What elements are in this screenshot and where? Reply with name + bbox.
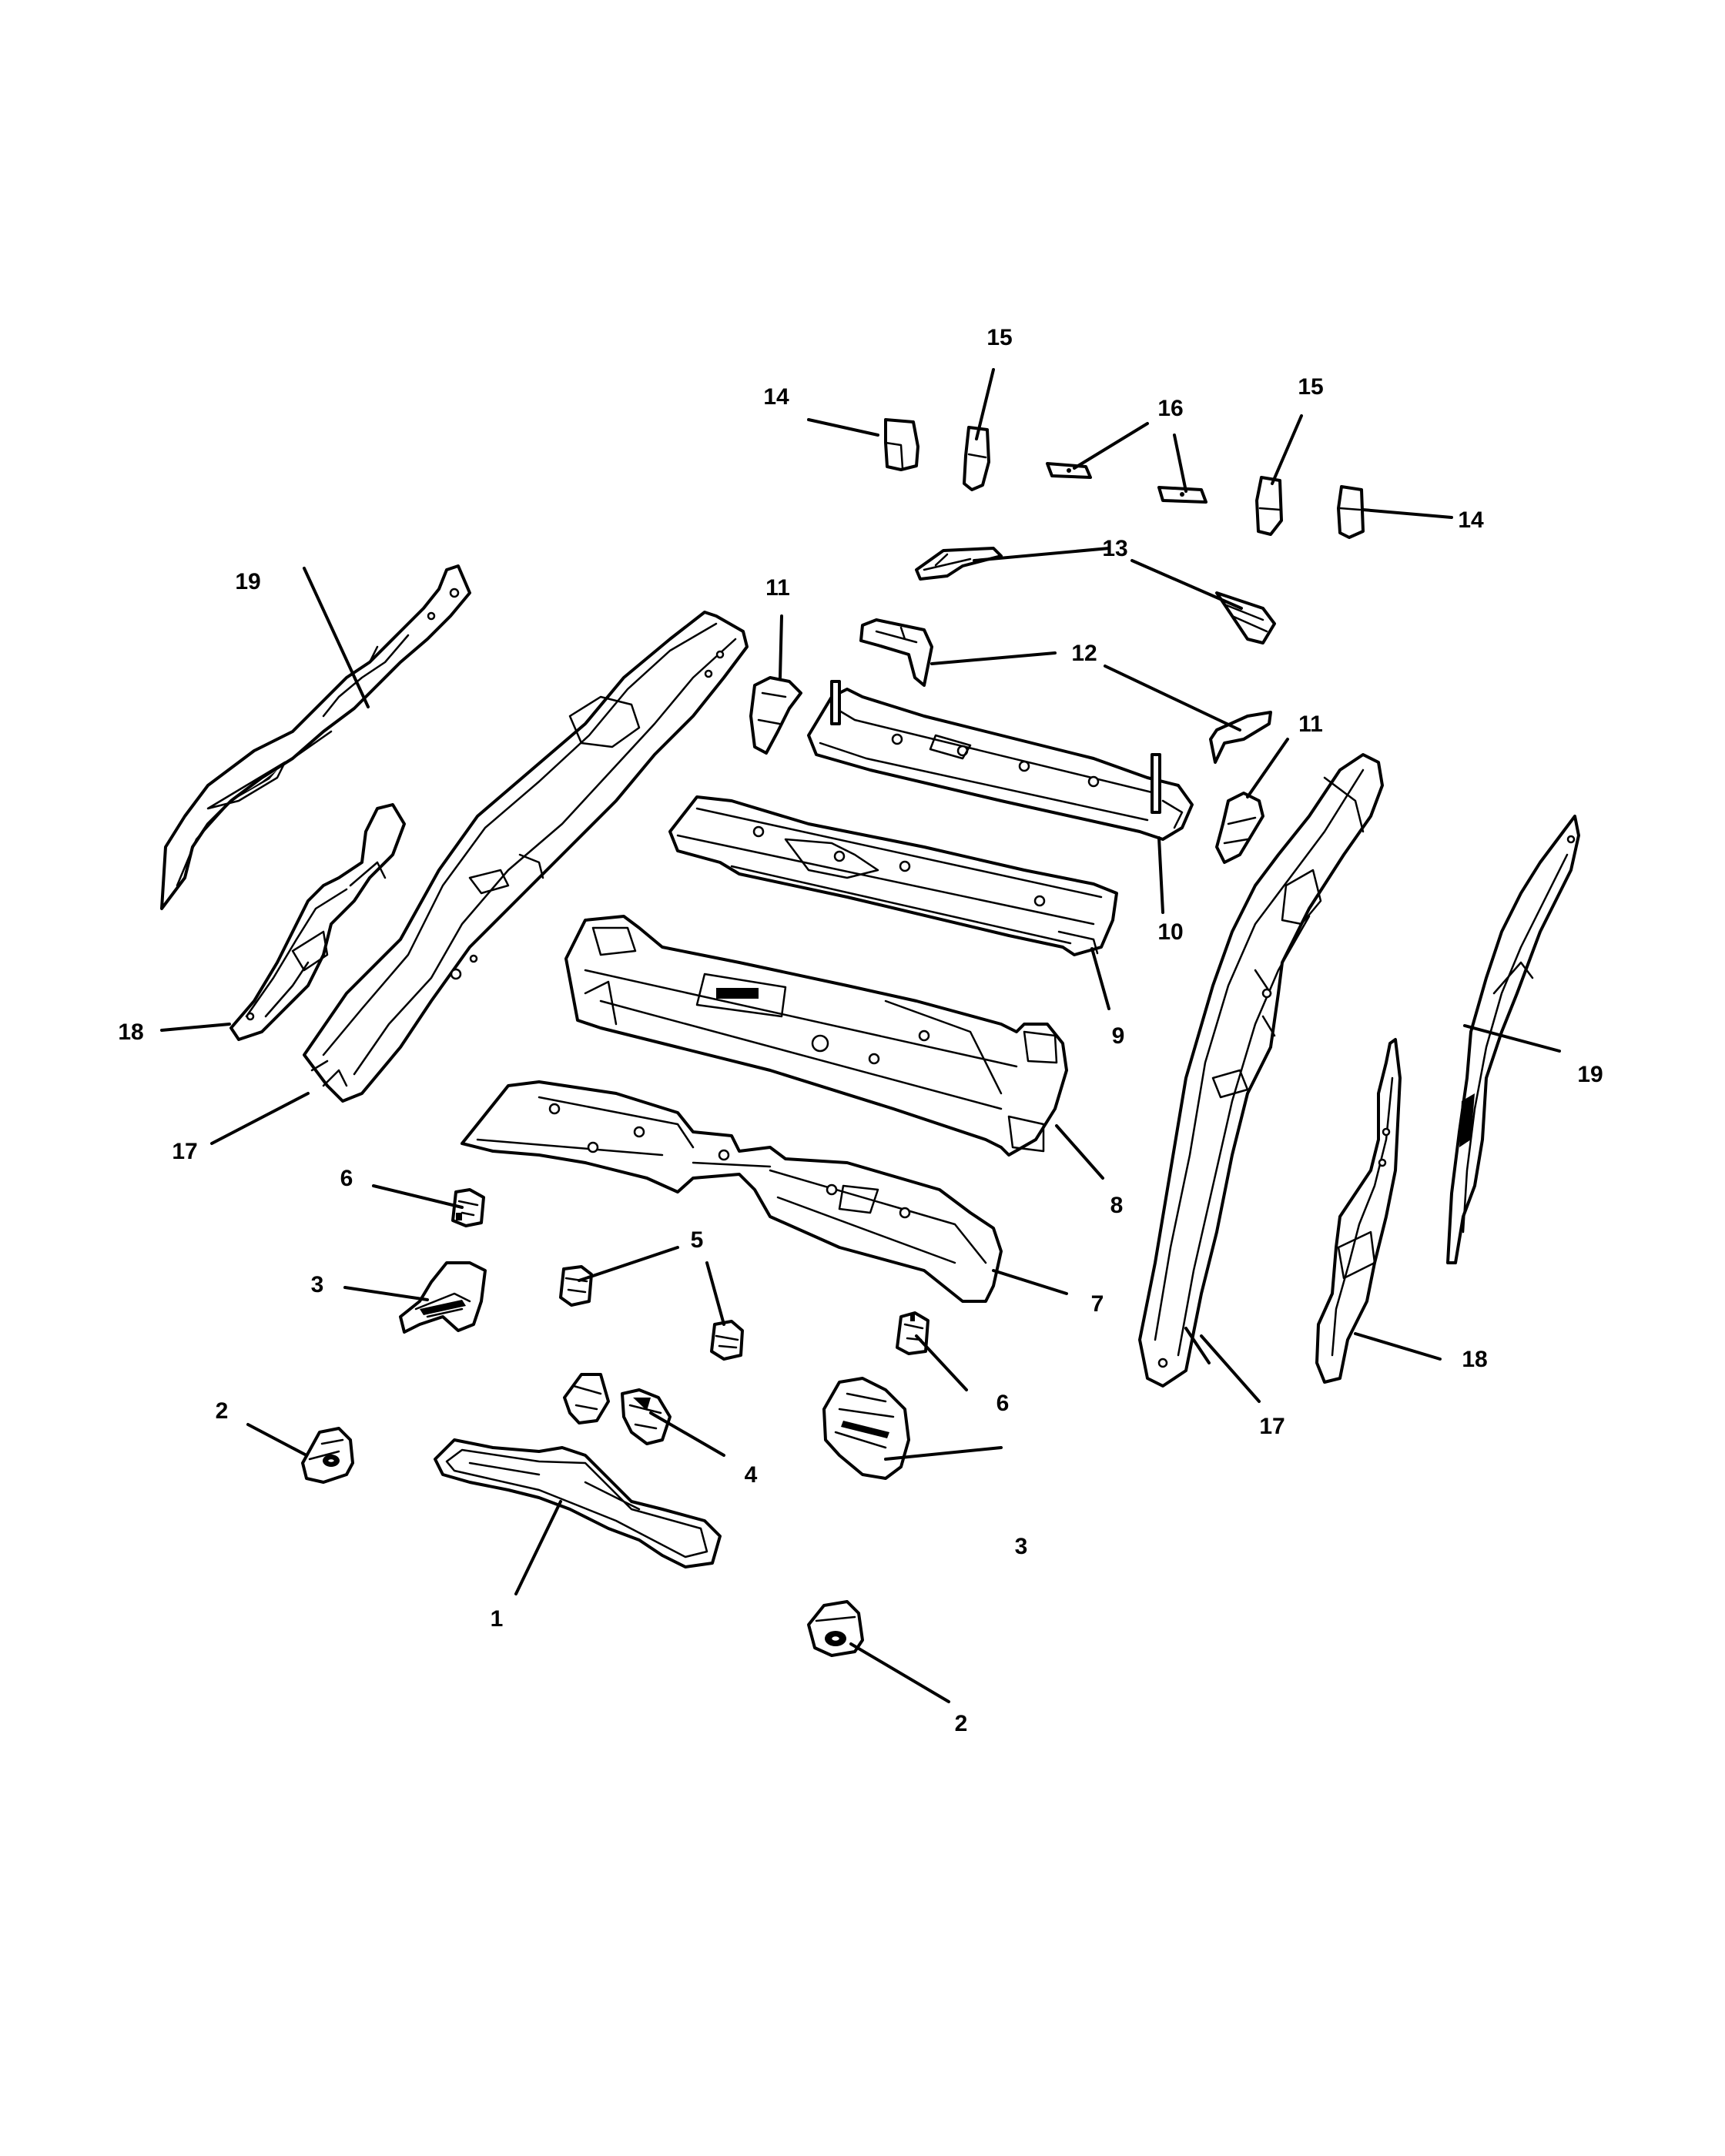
part-18-right bbox=[1315, 1038, 1402, 1384]
part-12-brackets bbox=[859, 618, 1272, 764]
part-3-left bbox=[399, 1261, 487, 1334]
part-6-left bbox=[451, 1188, 485, 1227]
part-11-brackets bbox=[749, 676, 1264, 864]
part-19-right bbox=[1446, 815, 1580, 1264]
part-6-right bbox=[896, 1311, 929, 1355]
callout-19-right: 19 bbox=[1577, 1062, 1603, 1087]
part-14-right bbox=[1337, 485, 1365, 539]
callout-1: 1 bbox=[491, 1606, 504, 1632]
part-10-crossmember bbox=[807, 680, 1194, 841]
callout-18-right: 18 bbox=[1462, 1347, 1487, 1372]
callout-14-left: 14 bbox=[763, 384, 789, 410]
callout-6-right: 6 bbox=[996, 1391, 1010, 1416]
callout-18-left: 18 bbox=[118, 1019, 143, 1045]
part-7-crossmember bbox=[461, 1080, 1003, 1303]
callout-7: 7 bbox=[1091, 1291, 1104, 1317]
part-5-clips bbox=[559, 1265, 744, 1361]
callout-19-left: 19 bbox=[235, 569, 260, 594]
part-17-right-rail bbox=[1138, 753, 1384, 1388]
part-18-left bbox=[229, 803, 406, 1041]
part-8-crossmember bbox=[564, 915, 1068, 1157]
callout-16: 16 bbox=[1157, 396, 1183, 421]
part-14-left bbox=[884, 418, 919, 471]
callout-5: 5 bbox=[691, 1227, 704, 1253]
part-2-left bbox=[301, 1427, 354, 1484]
callout-2-right: 2 bbox=[955, 1711, 968, 1736]
callout-13: 13 bbox=[1102, 536, 1127, 561]
part-17-left-rail bbox=[303, 611, 749, 1103]
part-4-brackets bbox=[563, 1373, 672, 1445]
part-15-right bbox=[1255, 476, 1283, 536]
part-9-crossmember bbox=[668, 795, 1118, 956]
callout-14-right: 14 bbox=[1458, 507, 1484, 533]
callout-12: 12 bbox=[1071, 641, 1097, 666]
leader-lines bbox=[160, 368, 1561, 1703]
callout-10: 10 bbox=[1157, 919, 1183, 945]
callout-6-left: 6 bbox=[340, 1166, 353, 1191]
part-1-floor-pan bbox=[434, 1438, 722, 1568]
part-2-right bbox=[807, 1600, 864, 1657]
callout-3-left: 3 bbox=[311, 1272, 324, 1297]
callout-15-right: 15 bbox=[1298, 374, 1323, 400]
callout-labels: 1 2 2 3 3 4 5 6 6 7 8 9 10 11 11 12 13 1… bbox=[118, 325, 1603, 1736]
callout-9: 9 bbox=[1112, 1023, 1125, 1049]
callout-17-right: 17 bbox=[1259, 1414, 1285, 1439]
callout-15-left: 15 bbox=[986, 325, 1012, 350]
callout-11-right: 11 bbox=[1298, 711, 1323, 737]
part-16-pads bbox=[1046, 462, 1208, 504]
part-19-left bbox=[160, 564, 471, 910]
callout-8: 8 bbox=[1110, 1193, 1124, 1218]
part-13-brackets bbox=[915, 547, 1276, 644]
callout-17-left: 17 bbox=[172, 1139, 197, 1164]
callout-4: 4 bbox=[745, 1462, 758, 1488]
callout-2-left: 2 bbox=[216, 1398, 229, 1424]
callout-11-left: 11 bbox=[765, 575, 790, 601]
callout-3-right: 3 bbox=[1015, 1534, 1028, 1559]
part-3-right bbox=[822, 1377, 910, 1480]
part-15-left bbox=[963, 426, 990, 491]
